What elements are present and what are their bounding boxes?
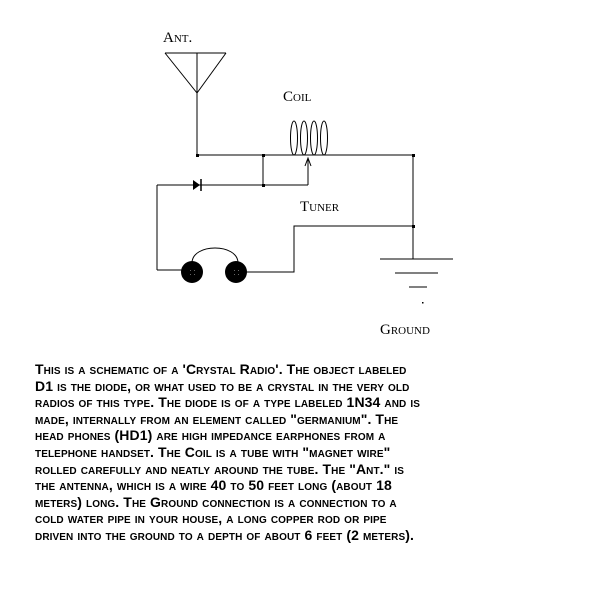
description-line: This is a schematic of a 'Crystal Radio'…	[35, 361, 407, 377]
junction-dots	[196, 154, 424, 304]
coil-label: Coil	[283, 89, 312, 105]
description-line: driven into the ground to a depth of abo…	[35, 526, 414, 543]
diode-symbol	[193, 179, 202, 191]
description-line: the antenna, which is a wire 40 to 50 fe…	[35, 477, 392, 494]
antenna-label: Ant.	[163, 30, 193, 46]
antenna-symbol	[164, 52, 227, 155]
description-line: D1 is the diode, or what used to be a cr…	[35, 377, 410, 394]
tuner-wiper	[304, 156, 312, 185]
description-line: meters) long. The Ground connection is a…	[35, 493, 397, 510]
description-line: rolled carefully and neatly around the t…	[35, 460, 405, 477]
headphone-band	[191, 247, 239, 264]
description-line: telephone handset. The Coil is a tube wi…	[35, 443, 391, 460]
description-line: made, internally from an element called …	[35, 410, 399, 427]
tuner-label: Tuner	[300, 199, 340, 215]
description-line: head phones (HD1) are high impedance ear…	[35, 427, 386, 444]
return-wire	[246, 225, 413, 273]
description-paragraph: This is a schematic of a 'Crystal Radio'…	[35, 361, 420, 544]
description-line: radios of this type. The diode is of a t…	[35, 394, 421, 411]
headphones-symbol	[181, 261, 247, 283]
ground-label: Ground	[380, 322, 430, 338]
ground-symbol	[380, 258, 453, 288]
description-line: cold water pipe in your house, a long co…	[35, 510, 387, 527]
coil-symbol	[290, 120, 328, 156]
